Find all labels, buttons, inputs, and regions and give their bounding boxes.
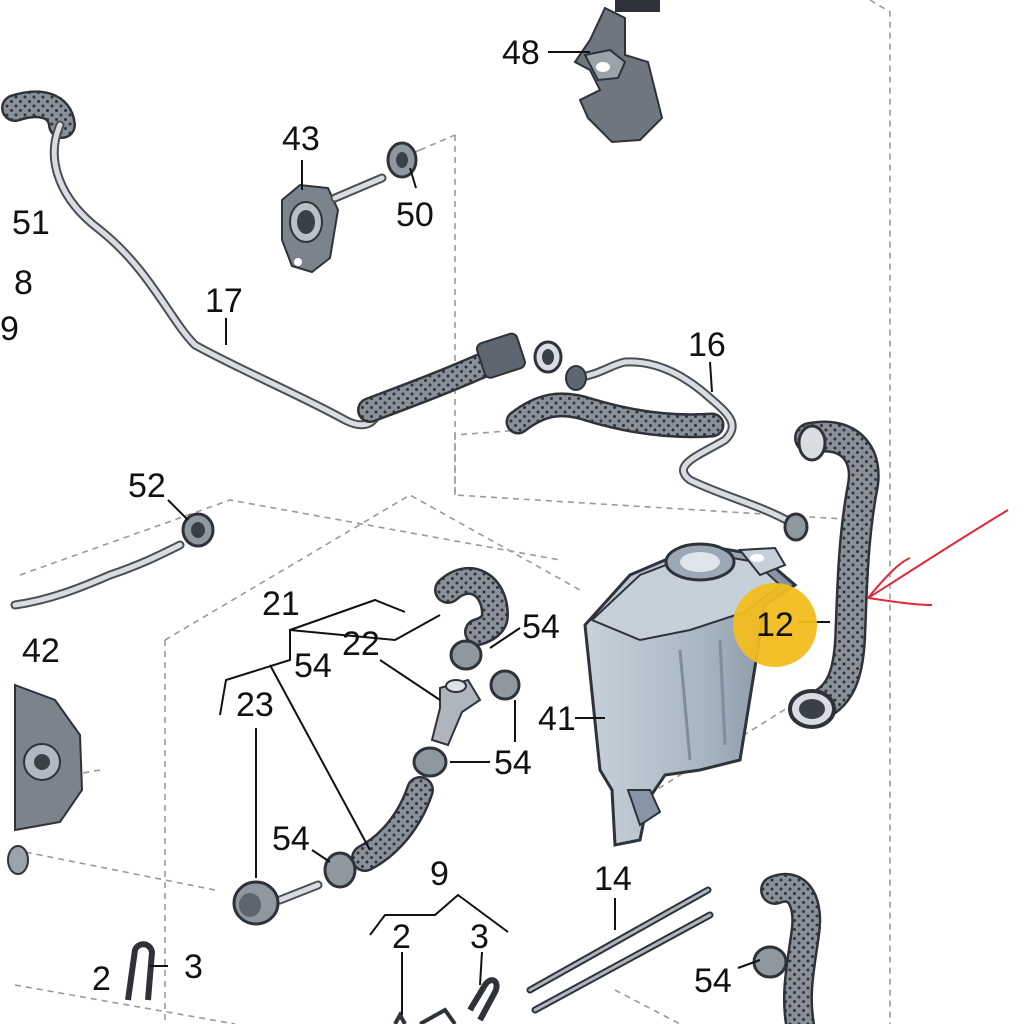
- part-42-housing: [7, 683, 84, 875]
- part-54-clamps: [323, 639, 788, 979]
- part-17-pipe: [49, 120, 563, 430]
- part-16-hose: [505, 357, 809, 542]
- leader-lines: [150, 51, 830, 1015]
- part-50-clamp: [386, 141, 418, 179]
- label-2-b: 2: [392, 918, 411, 956]
- label-17: 17: [205, 282, 243, 320]
- part-48-bracket: [573, 0, 664, 144]
- label-54-e: 54: [694, 962, 732, 1000]
- dashed-assembly-lines: [14, 0, 891, 1024]
- label-23: 23: [236, 686, 274, 724]
- label-9: 9: [430, 855, 449, 893]
- label-41: 41: [538, 700, 576, 738]
- label-52: 52: [128, 467, 166, 505]
- label-16: 16: [688, 326, 726, 364]
- label-42: 42: [22, 632, 60, 670]
- label-51: 51: [12, 204, 50, 242]
- label-50: 50: [396, 196, 434, 234]
- part-22-t-connector: [430, 678, 482, 747]
- label-54-d: 54: [272, 820, 310, 858]
- part-12-hose: [788, 420, 880, 729]
- part-2-clip: [393, 1007, 457, 1024]
- label-21: 21: [262, 585, 300, 623]
- label-54-a: 54: [522, 608, 560, 646]
- label-54-b: 54: [294, 647, 332, 685]
- label-9-edge: 9: [0, 310, 19, 348]
- label-3-b: 3: [470, 918, 489, 956]
- label-54-c: 54: [494, 744, 532, 782]
- part-3-clip: [125, 941, 500, 1022]
- part-23-elbow: [232, 880, 323, 926]
- part-52-clamp: [10, 512, 215, 610]
- label-12: 12: [756, 606, 794, 644]
- part-51-hose: [1, 90, 76, 139]
- part-43-flange: [281, 173, 387, 274]
- red-arrow-annotation: [867, 509, 1009, 606]
- label-14: 14: [594, 860, 632, 898]
- part-14-cable-ties: [526, 886, 714, 1014]
- label-2-a: 2: [92, 960, 111, 998]
- label-3-a: 3: [184, 948, 203, 986]
- part-21-hose: [351, 566, 509, 872]
- label-48: 48: [502, 34, 540, 72]
- label-22: 22: [342, 625, 380, 663]
- lower-right-hose: [760, 872, 822, 1024]
- highlight-marker-12: [733, 583, 817, 667]
- part-labels: 48 43 50 51 8 9 17 16 52 21 22 54 54 54 …: [0, 34, 794, 1000]
- label-43: 43: [282, 120, 320, 158]
- label-8: 8: [14, 264, 33, 302]
